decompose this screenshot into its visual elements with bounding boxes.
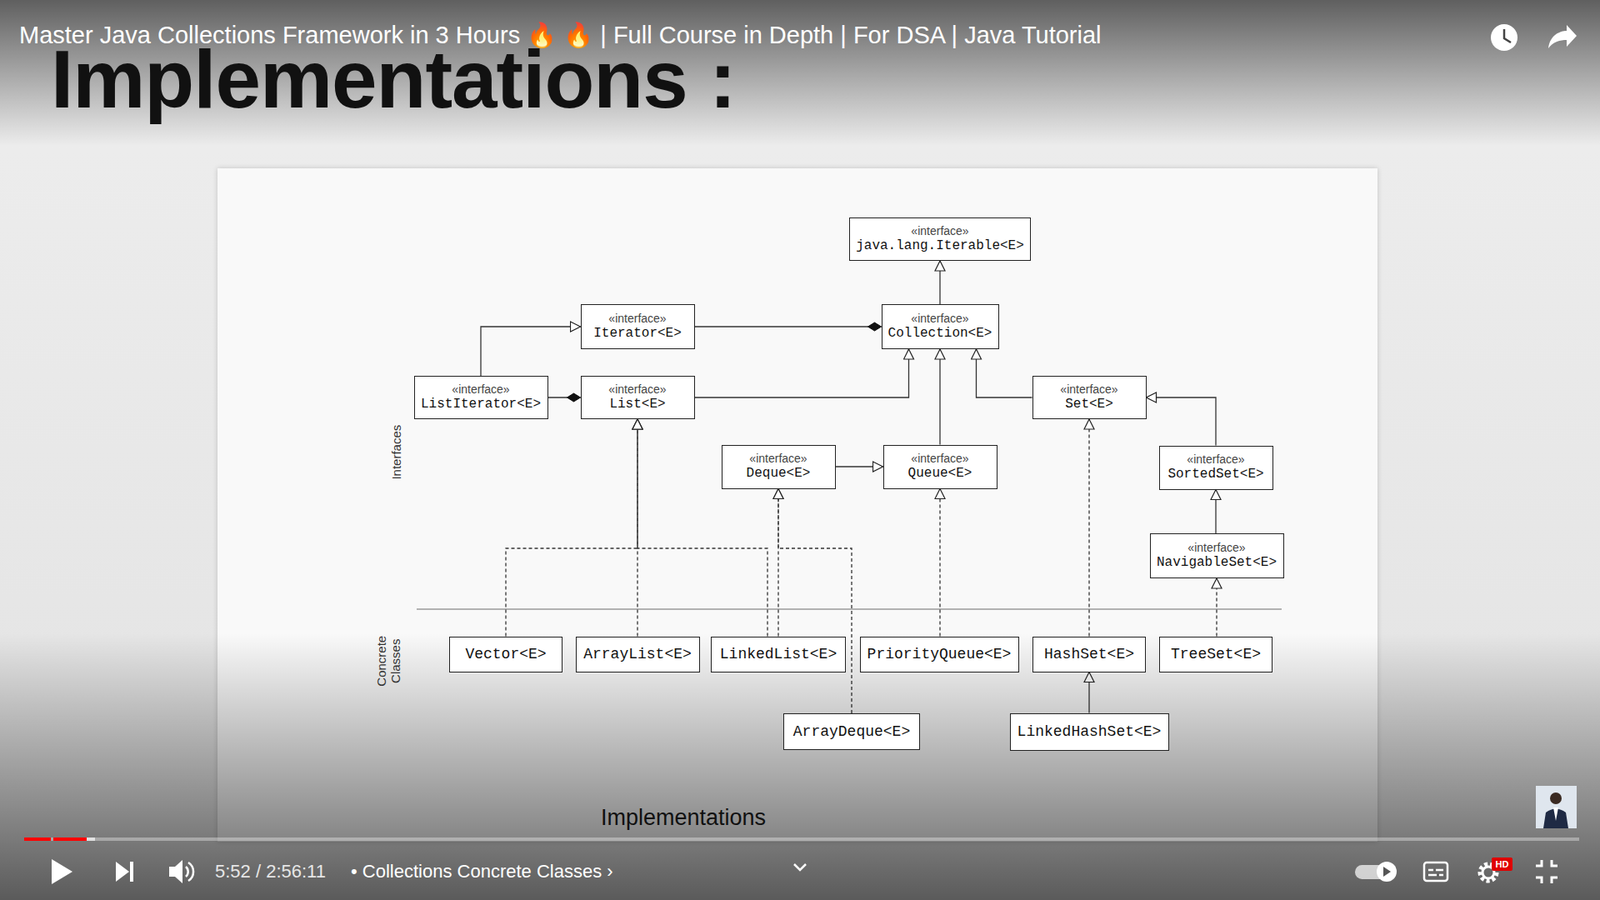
separator-line — [416, 608, 1282, 610]
inheritance-line — [976, 349, 1033, 398]
realization-line — [636, 419, 638, 637]
share-icon — [1548, 25, 1577, 49]
composition-line — [548, 396, 581, 398]
slide-heading: Implementations : — [50, 38, 736, 120]
chevron-icon — [794, 864, 806, 870]
inheritance-line — [1146, 397, 1217, 446]
realization-line — [939, 489, 940, 637]
class-box: HashSet<E> — [1032, 636, 1146, 673]
stereotype-text: «interface» — [910, 311, 969, 326]
class-box: PriorityQueue<E> — [860, 636, 1020, 673]
interface-box: «interface»List<E> — [580, 375, 695, 420]
class-name: Queue<E> — [908, 465, 973, 482]
class-box: ArrayList<E> — [575, 636, 700, 673]
class-name: Vector<E> — [465, 645, 546, 664]
stereotype-text: «interface» — [910, 224, 969, 239]
realization-line — [1215, 578, 1217, 637]
class-box: LinkedHashSet<E> — [1010, 713, 1170, 751]
class-box: TreeSet<E> — [1159, 636, 1273, 673]
class-name: java.lang.Iterable<E> — [855, 238, 1025, 255]
stereotype-text: «interface» — [608, 382, 666, 397]
class-name: HashSet<E> — [1044, 645, 1135, 664]
progress-track — [24, 837, 1580, 841]
captions-icon — [1424, 862, 1448, 881]
next-icon — [130, 861, 134, 882]
autoplay-toggle — [1383, 866, 1391, 877]
slide-caption: Implementations — [600, 805, 766, 831]
inheritance-line — [939, 260, 940, 305]
interface-box: «interface»Iterator<E> — [580, 304, 695, 350]
class-name: LinkedList<E> — [720, 645, 837, 664]
time-display: 5:52 / 2:56:11 — [215, 860, 326, 882]
watch-later-icon — [1504, 29, 1511, 43]
channel-avatar — [1553, 807, 1559, 821]
inheritance-line — [1215, 490, 1216, 535]
progress-buffer — [86, 837, 95, 841]
inheritance-line — [939, 349, 940, 445]
section-label: Interfaces — [389, 424, 404, 480]
class-name: Set<E> — [1065, 396, 1114, 413]
class-name: LinkedHashSet<E> — [1017, 722, 1162, 741]
section-label: Concrete Classes — [374, 628, 404, 694]
realization-line — [505, 419, 638, 637]
stereotype-text: «interface» — [608, 311, 666, 326]
stereotype-text: «interface» — [1186, 452, 1245, 467]
volume-icon — [188, 862, 194, 881]
stereotype-text: «interface» — [749, 451, 807, 466]
stereotype-text: «interface» — [1187, 540, 1245, 555]
interface-box: «interface»Queue<E> — [883, 445, 998, 490]
video-title: Master Java Collections Framework in 3 H… — [19, 21, 1102, 50]
class-name: TreeSet<E> — [1170, 645, 1261, 664]
class-name: NavigableSet<E> — [1156, 555, 1277, 571]
interface-box: «interface»NavigableSet<E> — [1150, 533, 1285, 579]
class-box: LinkedList<E> — [710, 636, 846, 673]
class-name: SortedSet<E> — [1167, 466, 1264, 483]
class-name: PriorityQueue<E> — [867, 645, 1012, 664]
class-name: Iterator<E> — [593, 325, 682, 342]
watch-later-icon — [1490, 24, 1518, 51]
inheritance-line — [835, 465, 884, 467]
autoplay-toggle — [1376, 861, 1397, 882]
fullscreen-exit-icon — [1535, 860, 1558, 884]
stereotype-text: «interface» — [451, 382, 510, 397]
next-icon — [115, 861, 130, 882]
interface-box: «interface»SortedSet<E> — [1159, 445, 1274, 490]
class-name: Collection<E> — [888, 325, 993, 342]
inheritance-line — [480, 326, 581, 376]
channel-avatar — [1535, 785, 1577, 829]
stereotype-text: «interface» — [1060, 382, 1118, 397]
class-name: ListIterator<E> — [420, 396, 541, 413]
chapter-title: • Collections Concrete Classes › — [350, 860, 614, 882]
progress-played — [24, 837, 51, 841]
interface-box: «interface»Set<E> — [1032, 375, 1147, 420]
channel-avatar — [1550, 792, 1562, 805]
inheritance-line — [695, 349, 910, 398]
interface-box: «interface»java.lang.Iterable<E> — [849, 217, 1031, 261]
class-box: Vector<E> — [449, 636, 563, 673]
play-icon — [51, 859, 73, 885]
interface-box: «interface»ListIterator<E> — [414, 375, 549, 420]
bottom-shade — [0, 633, 1600, 900]
volume-icon — [185, 866, 189, 877]
class-name: List<E> — [609, 396, 665, 413]
volume-icon — [169, 860, 183, 884]
hd-badge — [1491, 857, 1513, 871]
progress-played — [53, 837, 87, 841]
class-name: ArrayList<E> — [583, 645, 692, 664]
stereotype-text: «interface» — [910, 451, 969, 466]
realization-line — [1088, 419, 1090, 637]
class-name: ArrayDeque<E> — [793, 722, 910, 741]
captions-icon — [1428, 870, 1444, 875]
class-name: Deque<E> — [746, 465, 811, 482]
composition-line — [695, 325, 882, 327]
interface-box: «interface»Collection<E> — [881, 304, 1000, 350]
interface-box: «interface»Deque<E> — [721, 445, 836, 490]
class-box: ArrayDeque<E> — [783, 713, 920, 750]
hd-badge-text: HD — [1495, 859, 1510, 870]
